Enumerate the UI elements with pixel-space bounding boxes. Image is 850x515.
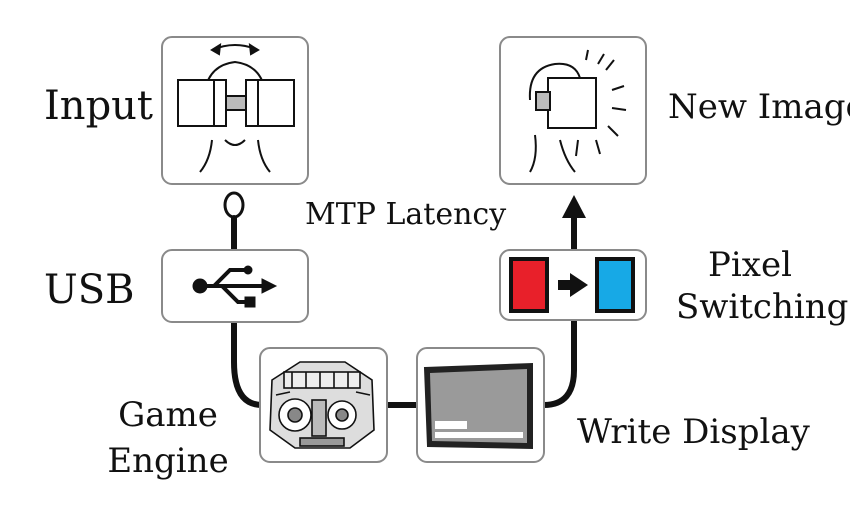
pixel-switching-box (499, 249, 647, 321)
flow-path (223, 191, 586, 408)
game-engine-box (259, 347, 388, 463)
vr-headset-new-image-icon (528, 49, 627, 173)
label-mtp-latency: MTP Latency (305, 197, 507, 232)
path-start-circle (223, 191, 245, 219)
label-usb: USB (44, 267, 135, 313)
vr-headset-head-turn-icon (177, 43, 295, 173)
path-display-to-pixel (541, 317, 577, 408)
engine-icon (269, 361, 375, 449)
arrowhead-up (562, 195, 586, 218)
input-box (161, 36, 309, 185)
label-game-engine-line2: Engine (107, 441, 229, 481)
monitor-display-icon (423, 362, 533, 450)
label-pixel-switching-line2: Switching (676, 287, 849, 327)
usb-icon (192, 265, 278, 308)
label-game-engine-line1: Game (118, 395, 218, 435)
usb-box (161, 249, 309, 323)
pixel-from-icon (509, 257, 549, 313)
label-input: Input (44, 83, 154, 129)
pixel-switch-icon (509, 257, 635, 313)
arrow-shaft (558, 280, 572, 290)
path-usb-to-engine (231, 319, 265, 408)
new-image-box (499, 36, 647, 185)
label-write-display: Write Display (577, 412, 810, 452)
arrow-head (570, 273, 588, 297)
label-new-image: New Image (668, 87, 850, 127)
label-pixel-switching-line1: Pixel (708, 245, 792, 285)
write-display-box (416, 347, 545, 463)
pixel-to-icon (595, 257, 635, 313)
